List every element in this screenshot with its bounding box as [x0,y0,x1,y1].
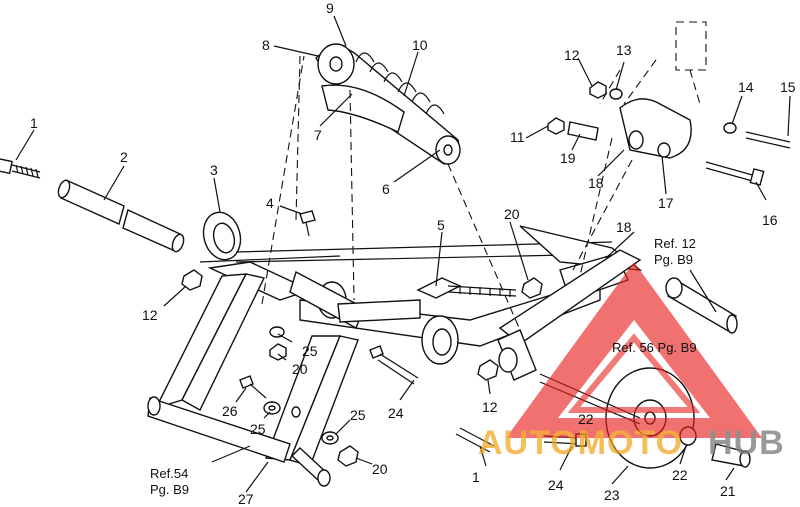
upper-bracket [547,81,791,186]
bolt-part-1 [0,157,41,179]
callout-18-top: 18 [588,175,604,191]
callout-12-top: 12 [564,47,580,63]
ref-56: Ref. 56 Pg. B9 [612,340,697,355]
callout-20-bottom: 20 [372,461,388,477]
watermark-inner-triangle [567,333,701,413]
callout-25-right: 25 [350,407,366,423]
callout-24-left: 24 [388,405,404,421]
callout-20-mid: 20 [292,361,308,377]
callout-6: 6 [382,181,390,197]
ref-12-line1: Ref. 12 [654,236,696,251]
callout-12-bottom: 12 [482,399,498,415]
bolt-part-24-left [369,345,419,385]
ref-54-line2: Pg. B9 [150,482,189,497]
phantom-outline [599,21,707,105]
callout-labels: 1 2 3 4 5 6 7 8 9 10 11 12 12 12 13 14 1… [30,0,796,507]
callout-17: 17 [658,195,674,211]
crossbar-left [289,270,459,365]
callout-16: 16 [762,212,778,228]
ref-54-line1: Ref.54 [150,466,188,481]
callout-24-right: 24 [548,477,564,493]
callout-1: 1 [30,115,38,131]
callout-8: 8 [262,37,270,53]
callout-7: 7 [314,127,322,143]
watermark-text-left: AUTOMOTO [478,424,683,462]
bracket-part-5 [416,277,517,299]
sleeve-part-2 [57,179,185,253]
callout-20-top: 20 [504,206,520,222]
watermark-triangle [506,262,762,438]
callout-25-left: 25 [250,421,266,437]
callout-18-mid: 18 [616,219,632,235]
callout-21: 21 [720,483,736,499]
callout-27: 27 [238,491,254,507]
callout-23: 23 [604,487,620,503]
callout-25-mid: 25 [302,343,318,359]
callout-12-left: 12 [142,307,158,323]
callout-4: 4 [266,195,274,211]
callout-19: 19 [560,150,576,166]
bolt-part-1-bottom [455,427,495,453]
callout-26: 26 [222,403,238,419]
shock-absorber [315,43,461,165]
screw-part-4 [299,210,316,224]
automotohub-watermark-logo: AUTOMOTO HUB [478,262,785,462]
callout-22-left: 22 [578,411,594,427]
link-arm-part-27 [147,273,359,487]
alignment-lines [261,55,633,331]
callout-11: 11 [510,129,525,145]
small-hardware [181,269,543,467]
callout-2: 2 [120,149,128,165]
callout-22-right: 22 [672,467,688,483]
parts-linework [0,21,791,487]
reference-notes: Ref. 12 Pg. B9 Ref. 56 Pg. B9 Ref.54 Pg.… [150,236,697,497]
callout-3: 3 [210,162,218,178]
rear-axle [497,249,738,381]
callout-15: 15 [780,79,796,95]
callout-14: 14 [738,79,754,95]
callout-10: 10 [412,37,428,53]
callout-5: 5 [437,217,445,233]
callout-9: 9 [326,0,334,16]
bushing-part-3 [202,211,242,261]
callout-1-bottom: 1 [472,469,480,485]
watermark-text-right: HUB [708,424,785,462]
callout-13: 13 [616,42,632,58]
ref-12-line2: Pg. B9 [654,252,693,267]
leader-lines [15,15,791,493]
